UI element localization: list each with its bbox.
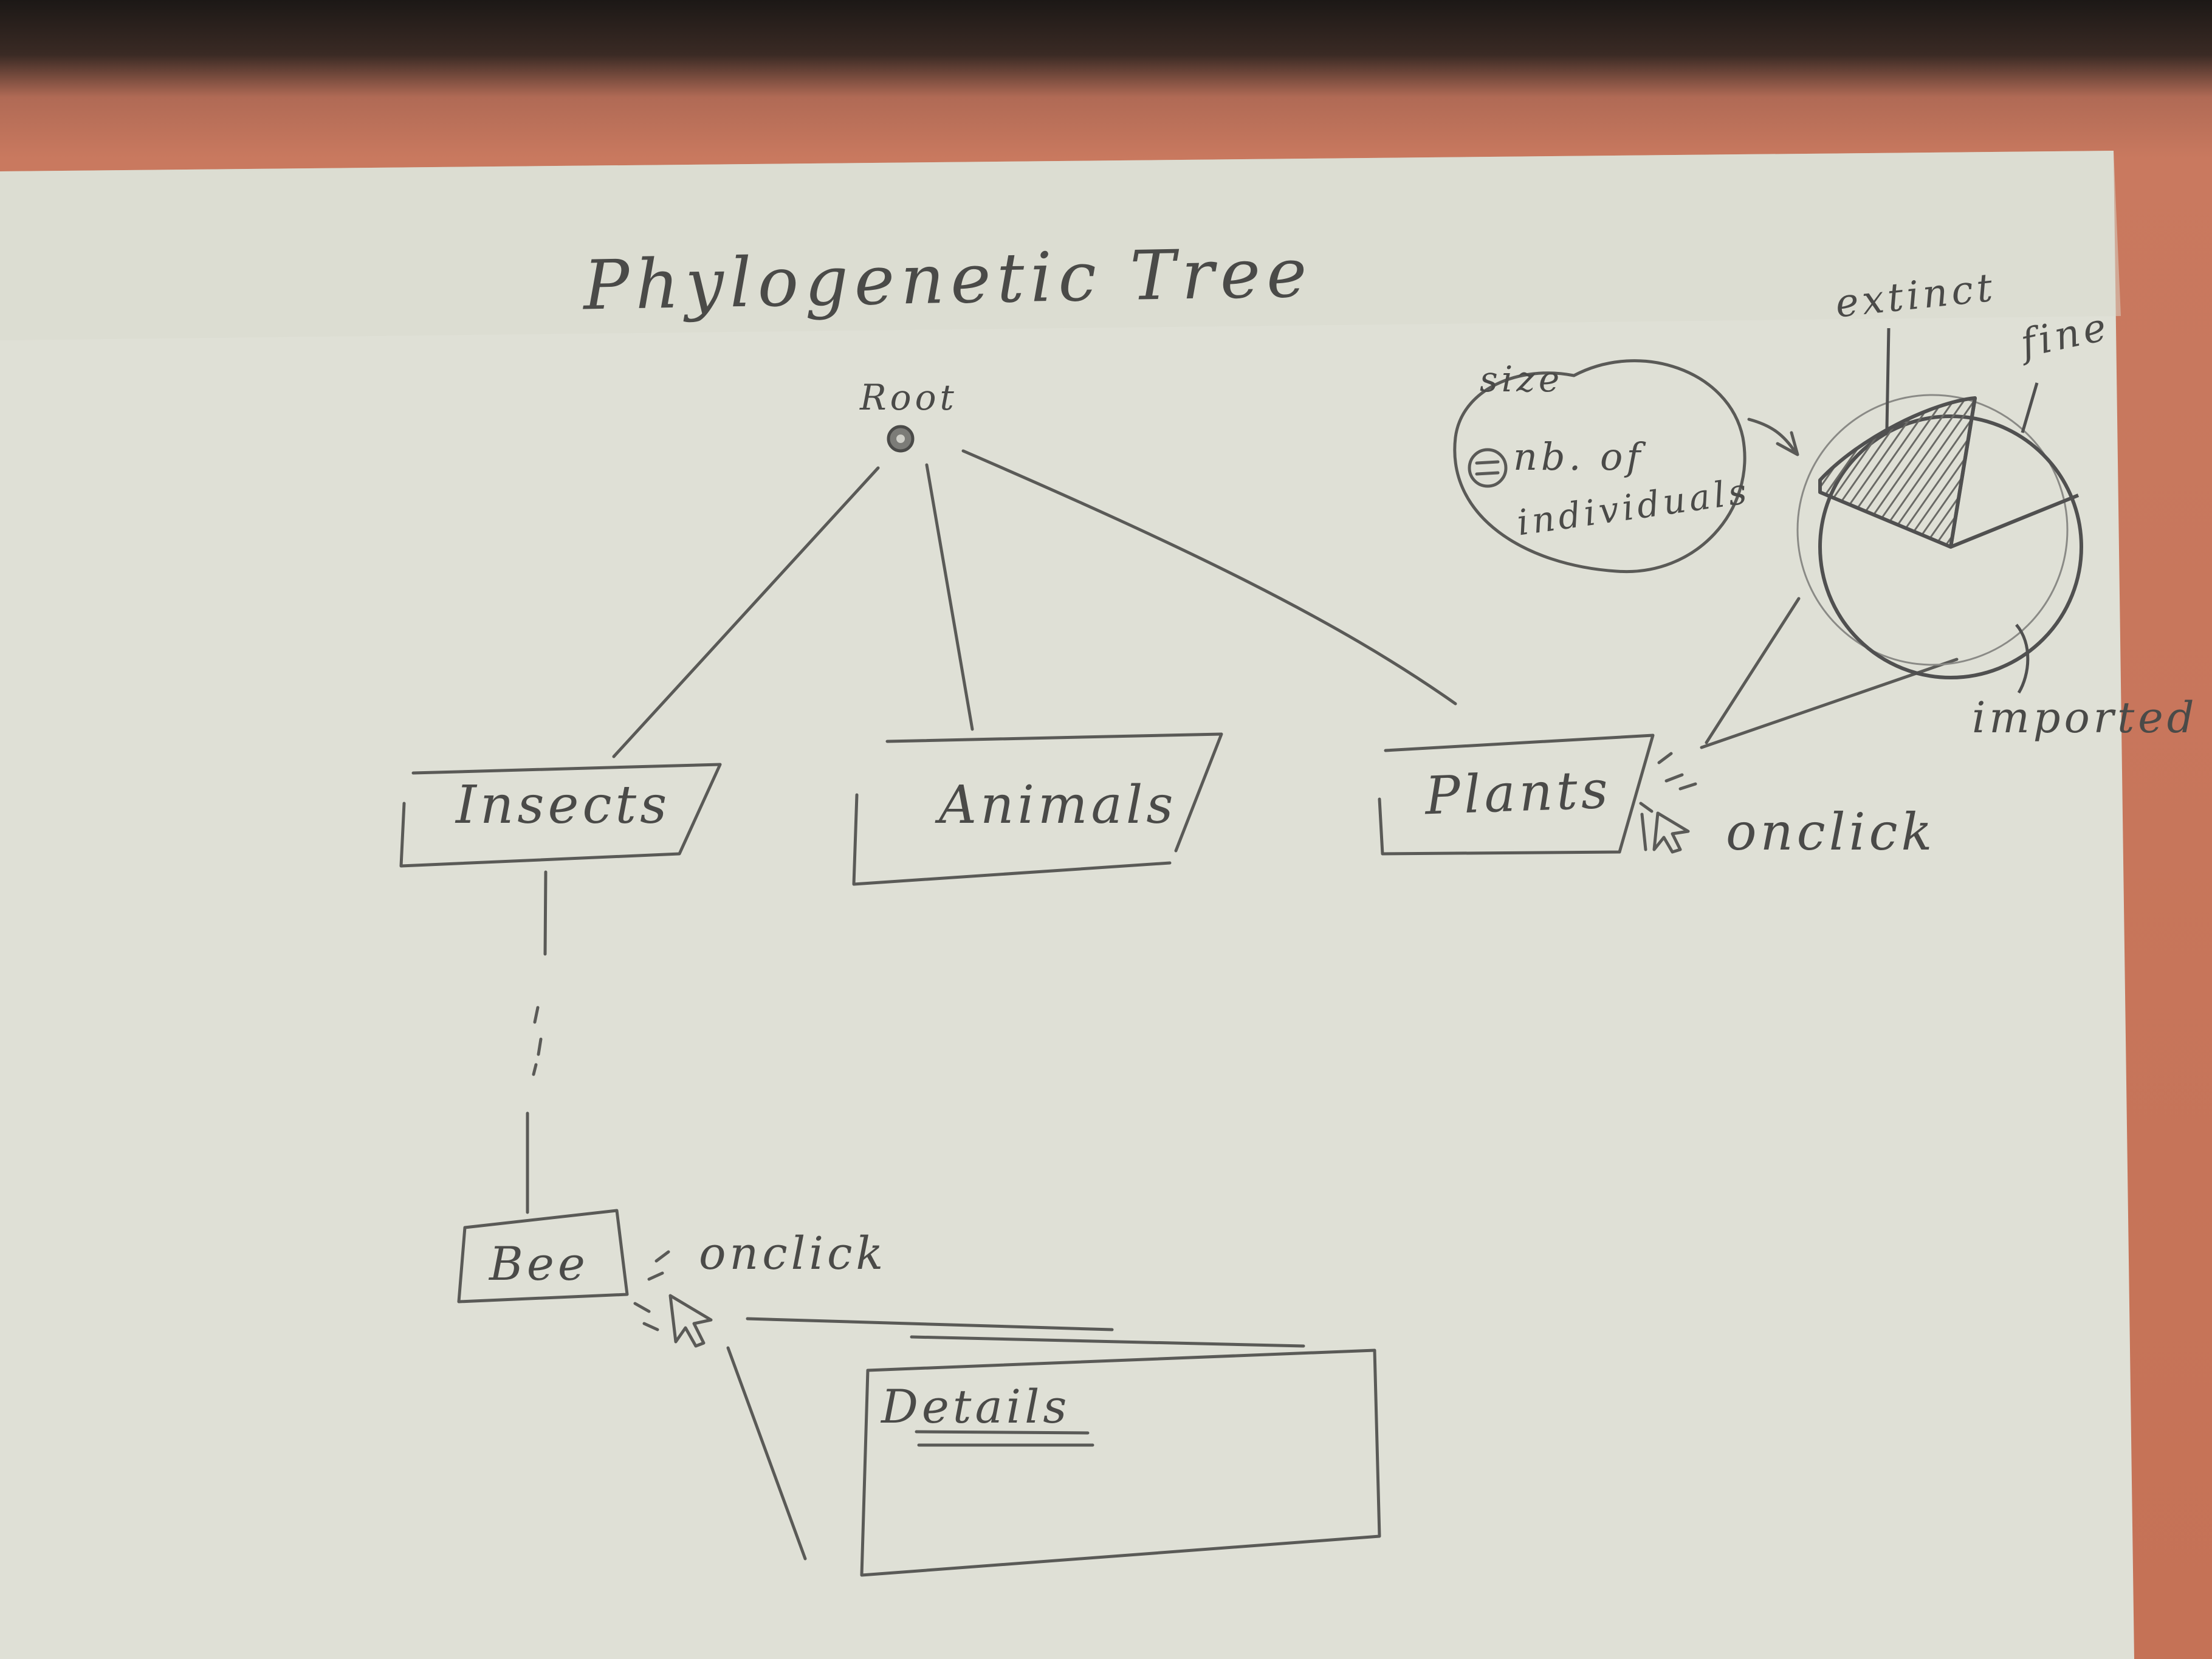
legend-nb-of: nb. of bbox=[1513, 434, 1644, 479]
paper-sheet bbox=[0, 151, 2134, 1659]
equals-circle-icon bbox=[1468, 448, 1508, 488]
legend-size: size bbox=[1480, 359, 1564, 400]
plants-box[interactable] bbox=[1378, 733, 1655, 856]
edge-root-plants bbox=[961, 449, 1457, 706]
pie-outline-faint bbox=[1796, 394, 2069, 666]
edge-ellipsis bbox=[532, 1006, 543, 1076]
pie-label-imported: imported bbox=[1972, 693, 2198, 743]
pointer-fine bbox=[2021, 382, 2039, 433]
cursor-icon-plants bbox=[1640, 811, 1690, 854]
legend-arrow bbox=[1747, 417, 1799, 456]
click-rays-bee bbox=[633, 1250, 670, 1331]
edge-root-animals bbox=[925, 463, 974, 731]
legend-bubble bbox=[1453, 359, 1747, 574]
details-panel bbox=[860, 1348, 1381, 1577]
details-underline-1 bbox=[915, 1430, 1090, 1435]
pie-chart[interactable] bbox=[1818, 328, 2083, 694]
diagram-title: Phylogenetic Tree bbox=[582, 233, 1314, 326]
onclick-annotation-bee: onclick bbox=[699, 1228, 887, 1280]
edge-root-insects bbox=[612, 466, 880, 758]
pie-divider-top bbox=[1949, 397, 1977, 548]
zoom-line-bee-bottom bbox=[726, 1346, 807, 1561]
pointer-extinct bbox=[1885, 328, 1891, 429]
pointer-imported bbox=[2015, 623, 2030, 694]
pie-divider-fine bbox=[1949, 493, 2080, 549]
click-rays-plants bbox=[1639, 752, 1697, 813]
paper-shade bbox=[0, 151, 2121, 340]
zoom-line-bee-top bbox=[746, 1317, 1305, 1348]
pie-slice-extinct[interactable] bbox=[1818, 396, 1977, 549]
node-label-bee[interactable]: Bee bbox=[489, 1237, 589, 1291]
node-label-animals[interactable]: Animals bbox=[939, 775, 1177, 836]
node-label-plants[interactable]: Plants bbox=[1424, 759, 1613, 827]
cursor-icon-bee bbox=[668, 1294, 713, 1348]
equals-sign bbox=[1475, 460, 1500, 476]
bee-box[interactable] bbox=[457, 1209, 629, 1304]
animals-box[interactable] bbox=[852, 732, 1223, 886]
details-title: Details bbox=[881, 1379, 1071, 1434]
onclick-annotation-plants: onclick bbox=[1726, 802, 1936, 862]
insects-box[interactable] bbox=[399, 763, 722, 868]
root-label: Root bbox=[860, 377, 958, 418]
zoom-line-plants-upper bbox=[1705, 597, 1801, 744]
edge-insects-down bbox=[543, 870, 548, 956]
node-label-insects[interactable]: Insects bbox=[456, 775, 671, 836]
root-node-center bbox=[896, 434, 905, 443]
